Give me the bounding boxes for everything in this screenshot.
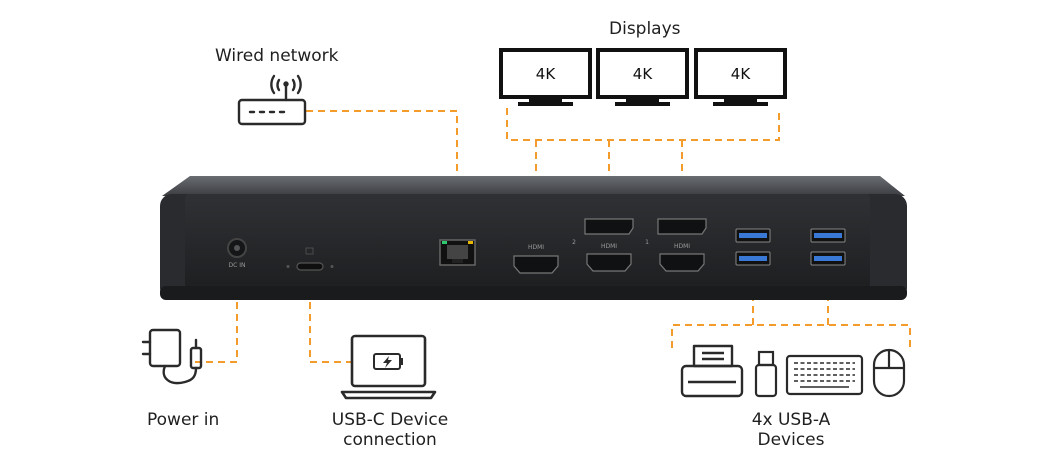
usbc-label-line2: connection: [343, 430, 437, 450]
monitor-icon: 4K: [499, 48, 592, 106]
hdmi-port-1: HDMI: [513, 244, 559, 274]
router-icon: [237, 74, 307, 126]
monitor-1-label: 4K: [536, 65, 557, 83]
monitor-icon: 4K: [694, 48, 787, 106]
monitor-group: 4K 4K 4K: [499, 48, 787, 106]
usbc-device-label: USB-C Device connection: [330, 410, 450, 450]
displays-connector-line: [506, 108, 780, 141]
usba-devices-connector-line: [671, 324, 911, 348]
svg-text:HDMI: HDMI: [674, 243, 690, 250]
mouse-icon: [872, 348, 906, 398]
displayport-1: 1: [645, 218, 707, 246]
usb-stick-icon: [754, 350, 778, 398]
docking-station: DC IN HDMI 2 HDMI: [160, 176, 907, 300]
dc-in-port: DC IN: [227, 238, 247, 269]
usbc-port: [286, 247, 334, 271]
battery-charging-icon: [373, 353, 403, 370]
dc-in-label: DC IN: [229, 262, 246, 269]
wired-network-label: Wired network: [215, 46, 339, 66]
usbc-connector-line: [309, 290, 352, 363]
monitor-3-label: 4K: [731, 65, 752, 83]
usba-label-line1: 4x USB-A: [751, 410, 831, 430]
laptop-icon: [340, 334, 437, 400]
power-connector-line: [195, 290, 238, 363]
network-connector-line: [306, 110, 458, 240]
svg-text:HDMI: HDMI: [601, 243, 617, 250]
usba-ports: [735, 228, 846, 266]
hdmi-port-2: HDMI: [586, 243, 632, 272]
keyboard-icon: [785, 354, 864, 396]
monitor-2-label: 4K: [633, 65, 654, 83]
displayport-2: 2: [572, 218, 634, 246]
usba-devices-label: 4x USB-A Devices: [746, 410, 836, 450]
power-adapter-icon: [141, 328, 203, 385]
hdmi-port-3: HDMI: [659, 243, 705, 272]
svg-text:2: 2: [572, 239, 576, 246]
power-in-label: Power in: [147, 410, 220, 430]
svg-text:HDMI: HDMI: [528, 244, 544, 251]
usba-label-line2: Devices: [757, 430, 825, 450]
monitor-icon: 4K: [596, 48, 689, 106]
displays-label: Displays: [609, 19, 681, 39]
svg-text:1: 1: [645, 239, 649, 246]
printer-icon: [680, 344, 744, 398]
ethernet-port: [439, 239, 476, 266]
usbc-label-line1: USB-C Device: [331, 410, 449, 430]
